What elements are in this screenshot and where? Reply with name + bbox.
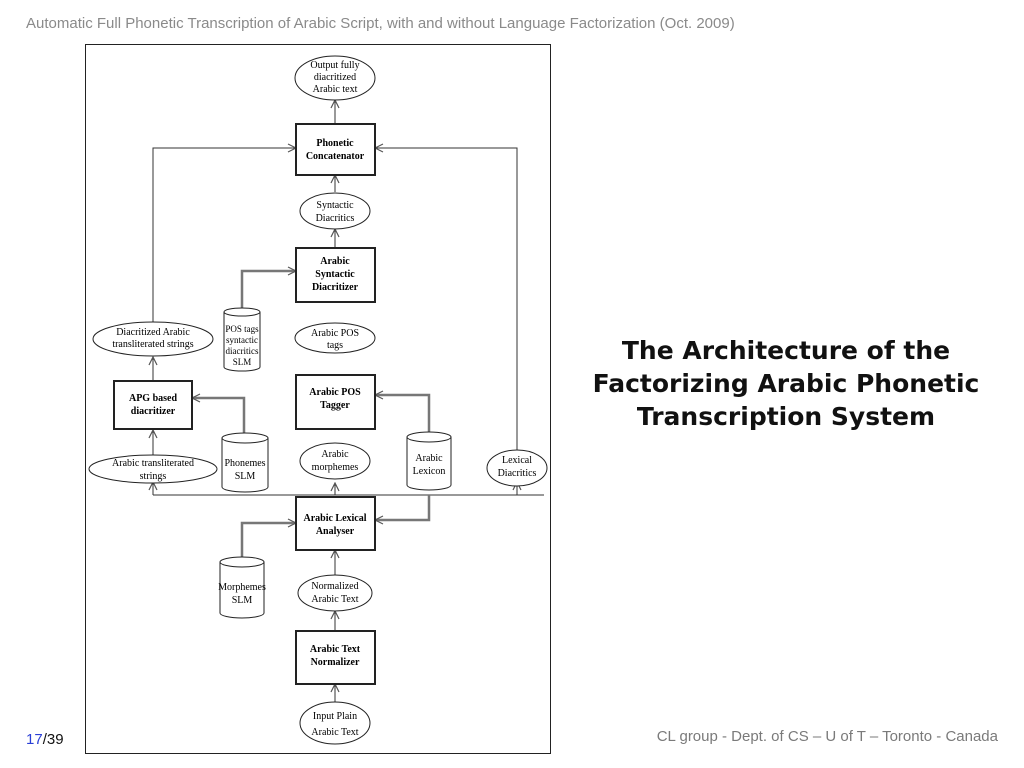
syntactic-diacritizer-node: Arabic Syntactic Diacritizer (295, 247, 376, 303)
arabic-lexicon-line-1: Arabic (415, 453, 443, 464)
pos-slm-line-3: diacritics (226, 346, 259, 356)
phonetic-concatenator-node: Phonetic Concatenator (295, 123, 376, 176)
pos-tags-line-2: tags (327, 340, 343, 351)
text-normalizer-line-1: Arabic Text (310, 644, 361, 655)
syntactic-diacritics-line-2: Diacritics (316, 213, 355, 224)
slide-title-line-3: Transcription System (636, 402, 936, 431)
phonemes-slm-line-1: Phonemes (224, 458, 265, 469)
pos-tagger-line-1: Arabic POS (309, 387, 361, 398)
arabic-lexicon-line-2: Lexicon (413, 466, 446, 477)
output-text-line-2: diacritized (314, 72, 356, 83)
pos-tags-node: Arabic POS tags (294, 322, 376, 354)
page-number: 17/39 (26, 731, 64, 748)
input-text-node: Input Plain Arabic Text (299, 701, 371, 745)
normalized-text-line-1: Normalized (311, 581, 358, 592)
pos-tags-line-1: Arabic POS (311, 328, 359, 339)
diacritized-strings-line-1: Diacritized Arabic (116, 327, 190, 338)
morphemes-slm-database-icon: Morphemes SLM (218, 556, 266, 619)
lexical-analyser-node: Arabic Lexical Analyser (295, 496, 376, 551)
syntactic-diacritizer-line-1: Arabic (320, 256, 350, 267)
slide-header: Automatic Full Phonetic Transcription of… (26, 15, 735, 32)
lexical-analyser-line-1: Arabic Lexical (303, 513, 366, 524)
phonemes-slm-line-2: SLM (235, 471, 256, 482)
morphemes-slm-line-1: Morphemes (218, 582, 266, 593)
diacritized-strings-line-2: transliterated strings (112, 339, 193, 350)
phonetic-concatenator-line-2: Concatenator (306, 151, 365, 162)
output-text-line-3: Arabic text (313, 84, 358, 95)
input-text-line-2: Arabic Text (311, 727, 358, 738)
slide-title: The Architecture of the Factorizing Arab… (562, 334, 1010, 433)
footer-affiliation: CL group - Dept. of CS – U of T – Toront… (656, 728, 998, 745)
apg-diacritizer-line-2: diacritizer (131, 406, 176, 417)
lexical-diacritics-node: Lexical Diacritics (486, 449, 548, 487)
arabic-morphemes-node: Arabic morphemes (299, 442, 371, 480)
syntactic-diacritics-line-1: Syntactic (316, 200, 354, 211)
translit-strings-line-2: strings (140, 471, 167, 482)
text-normalizer-node: Arabic Text Normalizer (295, 630, 376, 685)
pos-slm-line-2: syntactic (226, 335, 258, 345)
syntactic-diacritizer-line-3: Diacritizer (312, 282, 359, 293)
syntactic-diacritizer-line-2: Syntactic (315, 269, 355, 280)
slide-title-line-2: Factorizing Arabic Phonetic (592, 369, 980, 398)
apg-diacritizer-node: APG based diacritizer (113, 380, 193, 430)
transliterated-strings-node: Arabic transliterated strings (88, 454, 218, 484)
lexical-diacritics-line-1: Lexical (502, 455, 532, 466)
page-current: 17 (26, 731, 43, 748)
apg-diacritizer-line-1: APG based (129, 393, 178, 404)
lexical-analyser-line-2: Analyser (316, 526, 355, 537)
normalized-text-line-2: Arabic Text (311, 594, 358, 605)
architecture-diagram: Output fully diacritized Arabic text Pho… (85, 44, 551, 754)
arabic-morphemes-line-1: Arabic (321, 449, 349, 460)
morphemes-slm-line-2: SLM (232, 595, 253, 606)
pos-slm-line-1: POS tags (225, 324, 259, 334)
arabic-morphemes-line-2: morphemes (312, 462, 359, 473)
input-text-line-1: Input Plain (313, 711, 357, 722)
arabic-lexicon-database-icon: Arabic Lexicon (406, 431, 452, 491)
output-text-node: Output fully diacritized Arabic text (294, 55, 376, 101)
pos-slm-line-4: SLM (233, 357, 252, 367)
pos-tagger-node: Arabic POS Tagger (295, 374, 376, 430)
lexical-diacritics-line-2: Diacritics (498, 468, 537, 479)
phonemes-slm-database-icon: Phonemes SLM (221, 432, 269, 493)
model-connectors (192, 271, 431, 561)
text-normalizer-line-2: Normalizer (311, 657, 360, 668)
pos-slm-database-icon: POS tags syntactic diacritics SLM (223, 307, 261, 372)
page-total: /39 (42, 731, 64, 748)
pos-tagger-line-2: Tagger (320, 400, 350, 411)
output-text-line-1: Output fully (310, 60, 359, 71)
phonetic-concatenator-line-1: Phonetic (316, 138, 354, 149)
syntactic-diacritics-node: Syntactic Diacritics (299, 192, 371, 230)
slide-title-line-1: The Architecture of the (621, 336, 951, 365)
normalized-text-node: Normalized Arabic Text (297, 574, 373, 612)
translit-strings-line-1: Arabic transliterated (112, 458, 194, 469)
diacritized-strings-node: Diacritized Arabic transliterated string… (92, 321, 214, 357)
